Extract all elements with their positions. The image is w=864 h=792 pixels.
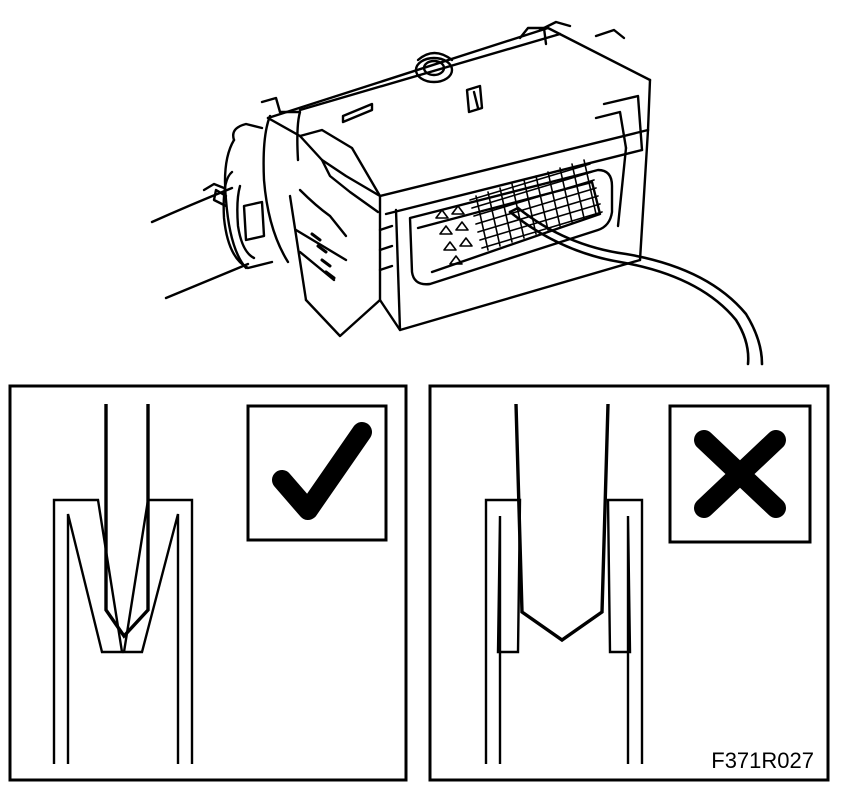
panel-incorrect-frame — [428, 384, 830, 782]
cable-boot — [202, 110, 302, 270]
connector-housing — [260, 20, 652, 338]
panel-correct — [8, 384, 408, 782]
terminal-incorrect — [484, 498, 644, 764]
checkmark-icon — [246, 404, 388, 542]
probe-tip-correct — [104, 404, 150, 639]
pin-grid — [435, 159, 603, 265]
panel-correct-frame — [8, 384, 408, 782]
connector-illustration — [150, 20, 764, 366]
terminal-correct — [52, 498, 194, 764]
cross-icon — [668, 404, 812, 544]
figure-code: F371R027 — [711, 748, 814, 773]
probe-lead — [508, 206, 764, 366]
probe-tip-incorrect — [514, 403, 610, 643]
panel-incorrect: F371R027 — [428, 384, 830, 782]
